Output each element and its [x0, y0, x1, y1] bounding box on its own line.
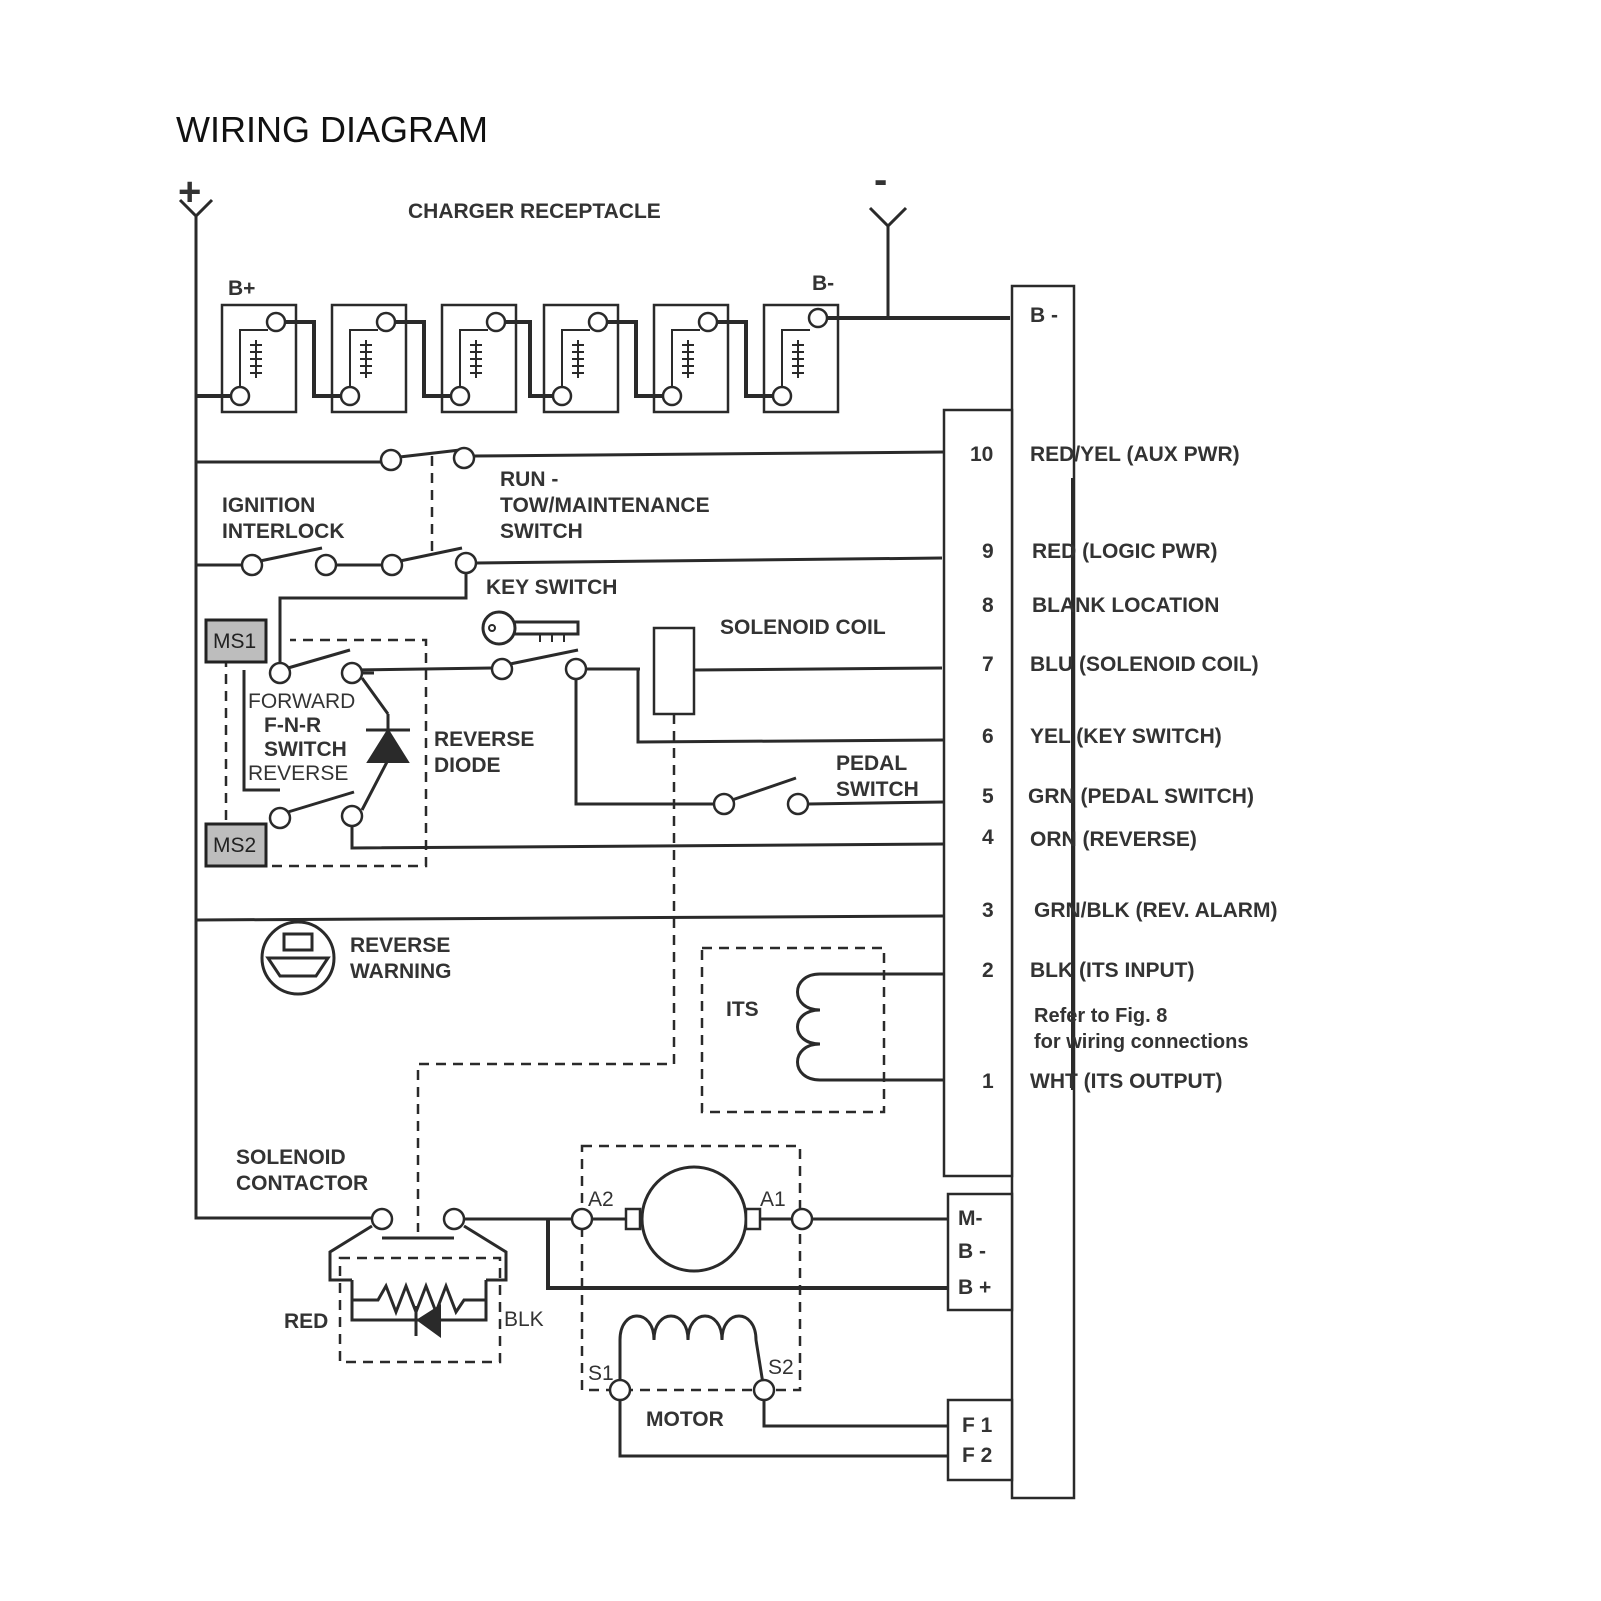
pin-number: 1 [982, 1070, 994, 1093]
pin-number: 8 [982, 594, 994, 617]
connector-pins: 10 RED/YEL (AUX PWR) 9 RED (LOGIC PWR) 8… [970, 443, 1277, 1093]
pin-label: WHT (ITS OUTPUT) [1030, 1070, 1222, 1093]
positive-bus [194, 232, 382, 1220]
run-tow-label-3: SWITCH [500, 520, 583, 543]
run-tow-label-1: RUN - [500, 468, 558, 491]
controller-field-terminals [946, 1398, 1014, 1482]
charger-negative-terminal: - [868, 158, 908, 316]
s1-label: S1 [588, 1362, 614, 1385]
reverse-diode-label-2: DIODE [434, 754, 501, 777]
pin-label: GRN/BLK (REV. ALARM) [1034, 899, 1277, 922]
fnr-label: F-N-R [264, 714, 321, 737]
reverse-warning-label-2: WARNING [350, 960, 452, 983]
pin-label: BLANK LOCATION [1032, 594, 1219, 617]
svg-text:MS1: MS1 [213, 630, 256, 653]
red-lead-label: RED [284, 1310, 328, 1333]
reverse-warning-label-1: REVERSE [350, 934, 450, 957]
terminal-m-minus: M- [958, 1207, 983, 1230]
pin-number: 6 [982, 725, 994, 748]
svg-text:MS2: MS2 [213, 834, 256, 857]
ignition-interlock-label-1: IGNITION [222, 494, 315, 517]
controller [942, 284, 1076, 1500]
controller-power-terminals [946, 1192, 1014, 1312]
minus-sign: - [874, 158, 887, 202]
pin-label: RED/YEL (AUX PWR) [1030, 443, 1240, 466]
charger-receptacle-label: CHARGER RECEPTACLE [408, 200, 661, 223]
ms2-tag: MS2 [204, 822, 268, 868]
terminal-f1: F 1 [962, 1414, 993, 1437]
reverse-diode [366, 714, 410, 763]
solenoid-coil-label: SOLENOID COIL [720, 616, 886, 639]
battery-b-minus-label: B- [812, 272, 834, 295]
ms1-tag: MS1 [204, 618, 268, 664]
pedal-switch-label-1: PEDAL [836, 752, 907, 775]
fnr-switch [224, 638, 945, 868]
bus-b-minus-label: B - [1030, 304, 1058, 327]
key-switch-label: KEY SWITCH [486, 576, 617, 599]
pin-number: 2 [982, 959, 994, 982]
pedal-switch [574, 679, 945, 816]
motor-field-winding [618, 1314, 766, 1391]
pin-label: BLU (SOLENOID COIL) [1030, 653, 1259, 676]
motor-armature [640, 1165, 748, 1273]
fnr-switch-label: SWITCH [264, 738, 347, 761]
reverse-label: REVERSE [248, 762, 348, 785]
terminal-f2: F 2 [962, 1444, 992, 1467]
controller-bus-bar [1010, 284, 1076, 1500]
refer-note-line-1: Refer to Fig. 8 [1034, 1005, 1167, 1027]
pin-label: RED (LOGIC PWR) [1032, 540, 1217, 563]
reverse-warning-buzzer [260, 920, 336, 996]
solenoid-contactor-label-1: SOLENOID [236, 1146, 346, 1169]
pin-number: 9 [982, 540, 994, 563]
battery-b-plus-label: B+ [228, 277, 255, 300]
diagram-title: WIRING DIAGRAM [176, 109, 488, 150]
refer-note-line-2: for wiring connections [1034, 1031, 1248, 1053]
terminal-b-plus: B + [958, 1276, 991, 1299]
pin-label: YEL (KEY SWITCH) [1030, 725, 1222, 748]
solenoid-coil [416, 626, 945, 1232]
a1-label: A1 [760, 1188, 786, 1211]
motor [464, 1144, 948, 1458]
charger-positive-terminal: + [178, 170, 214, 232]
pin-number: 5 [982, 785, 994, 808]
plus-sign: + [178, 170, 201, 214]
run-tow-label-2: TOW/MAINTENANCE [500, 494, 710, 517]
pin-label: BLK (ITS INPUT) [1030, 959, 1194, 982]
reverse-diode-label-1: REVERSE [434, 728, 534, 751]
ignition-interlock-label-2: INTERLOCK [222, 520, 345, 543]
pin-label: GRN (PEDAL SWITCH) [1028, 785, 1254, 808]
key-switch [278, 573, 640, 681]
blk-lead-label: BLK [504, 1308, 544, 1331]
pin-label: ORN (REVERSE) [1030, 828, 1197, 851]
its-label: ITS [726, 998, 759, 1021]
run-tow-maintenance-switch [196, 446, 945, 577]
s2-label: S2 [768, 1356, 794, 1379]
a2-label: A2 [588, 1188, 614, 1211]
solenoid-contactor [328, 1207, 508, 1364]
pedal-switch-label-2: SWITCH [836, 778, 919, 801]
battery-bank [196, 303, 1010, 414]
terminal-b-minus: B - [958, 1240, 986, 1263]
controller-connector-block [942, 408, 1014, 1178]
forward-label: FORWARD [248, 690, 355, 713]
solenoid-contactor-label-2: CONTACTOR [236, 1172, 368, 1195]
pin-number: 4 [982, 826, 994, 849]
its-sensor [700, 946, 944, 1114]
pin-number: 7 [982, 653, 994, 676]
pin-number: 10 [970, 443, 993, 466]
motor-label: MOTOR [646, 1408, 724, 1431]
pin-number: 3 [982, 899, 994, 922]
key-icon [481, 610, 580, 646]
